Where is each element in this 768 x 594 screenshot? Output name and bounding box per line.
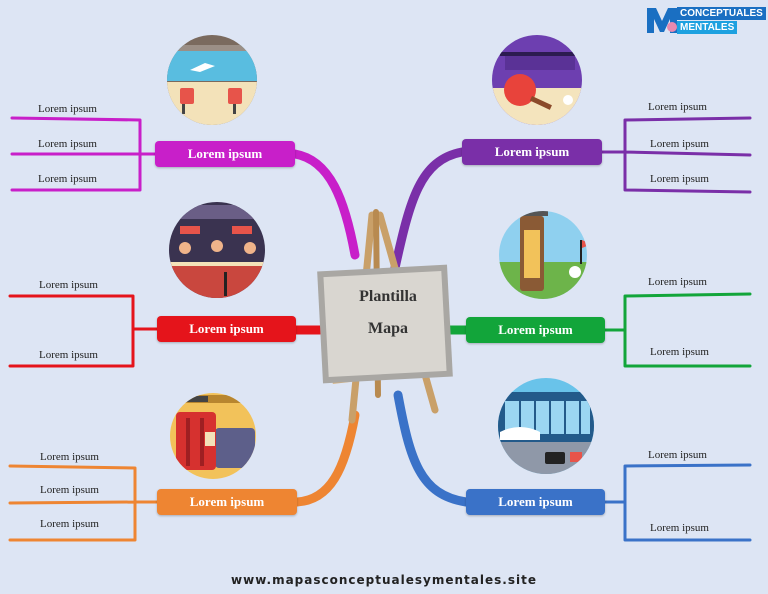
branch-box-tr: Lorem ipsum: [462, 139, 602, 165]
branch-box-mr: Lorem ipsum: [466, 317, 605, 343]
leaf-label: Lorem ipsum: [650, 173, 709, 185]
bracket-br: [603, 463, 752, 542]
footer-url[interactable]: www.mapasconceptualesymentales.site: [231, 573, 537, 587]
center-title-line2: Mapa: [368, 320, 408, 337]
branch-box-tl: Lorem ipsum: [155, 141, 295, 167]
leaf-label: Lorem ipsum: [650, 138, 709, 150]
leaf-label: Lorem ipsum: [40, 451, 99, 463]
leaf-label: Lorem ipsum: [650, 346, 709, 358]
easel-icon: [317, 209, 453, 424]
site-logo[interactable]: CONCEPTUALES MENTALES: [645, 5, 766, 35]
reception-desk-icon: [169, 202, 265, 298]
branch-box-br: Lorem ipsum: [466, 489, 605, 515]
connector-br: [393, 390, 471, 507]
branch-box-ml: Lorem ipsum: [157, 316, 296, 342]
leaf-label: Lorem ipsum: [40, 484, 99, 496]
leaf-label: Lorem ipsum: [38, 103, 97, 115]
bracket-tr: [600, 116, 752, 194]
center-title-line1: Plantilla: [359, 288, 417, 305]
airport-lounge-icon: [167, 35, 257, 125]
logo-text-line2: MENTALES: [677, 21, 738, 34]
leaf-label: Lorem ipsum: [40, 518, 99, 530]
leaf-label: Lorem ipsum: [39, 279, 98, 291]
bracket-ml: [8, 294, 159, 368]
airport-terminal-icon: [498, 378, 594, 474]
bracket-bl: [8, 464, 159, 542]
bracket-mr: [603, 292, 752, 368]
luggage-icon: [170, 393, 256, 479]
branch-box-bl: Lorem ipsum: [157, 489, 297, 515]
connector-bl: [292, 410, 360, 507]
leaf-label: Lorem ipsum: [648, 101, 707, 113]
connector-tl: [290, 149, 360, 260]
bracket-tl: [10, 116, 157, 192]
connector-tr: [390, 147, 467, 273]
logo-text-line1: CONCEPTUALES: [677, 7, 766, 20]
leaf-label: Lorem ipsum: [648, 449, 707, 461]
brain-logo-icon: [647, 8, 677, 33]
leaf-label: Lorem ipsum: [39, 349, 98, 361]
leaf-label: Lorem ipsum: [648, 276, 707, 288]
golf-bag-icon: [499, 211, 587, 299]
ping-pong-icon: [492, 35, 582, 125]
leaf-label: Lorem ipsum: [650, 522, 709, 534]
leaf-label: Lorem ipsum: [38, 138, 97, 150]
leaf-label: Lorem ipsum: [38, 173, 97, 185]
